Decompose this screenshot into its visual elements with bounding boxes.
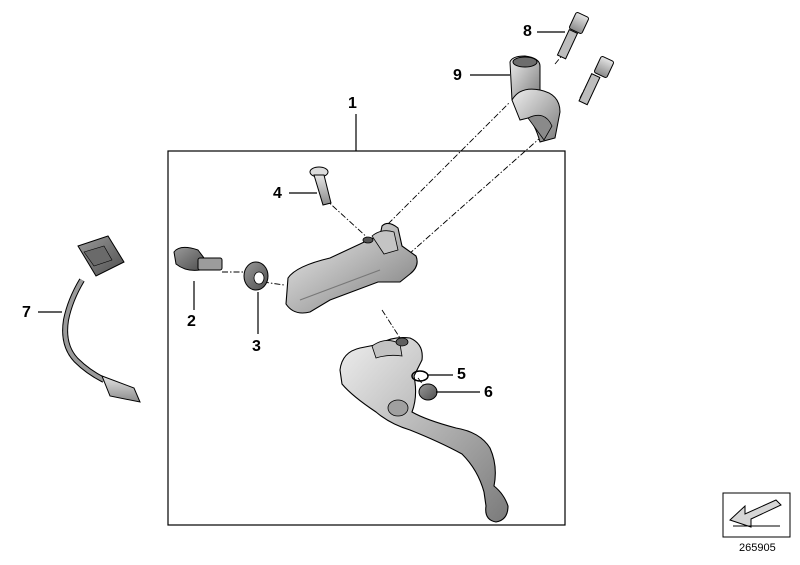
- callout-2: 2: [187, 313, 196, 330]
- reference-number: 265905: [739, 542, 776, 554]
- callout-9: 9: [453, 67, 462, 84]
- callout-1: 1: [348, 95, 357, 112]
- callout-leaders: [38, 31, 565, 393]
- kit-boundary-box: [167, 150, 566, 526]
- clamp-screw-bottom: [578, 56, 614, 106]
- clamp-screw-top: [556, 12, 589, 60]
- callout-6: 6: [484, 384, 493, 401]
- callout-3: 3: [252, 338, 261, 355]
- lever-bracket-part: [285, 222, 418, 314]
- callout-7: 7: [22, 304, 31, 321]
- switch-cable-part: [62, 235, 141, 403]
- washer-part: [243, 261, 269, 291]
- lever-part: [339, 337, 509, 523]
- reference-icon: [722, 492, 791, 538]
- handlebar-clamp-part: [509, 55, 561, 143]
- circlip-part: [411, 370, 429, 382]
- callout-5: 5: [457, 366, 466, 383]
- callout-4: 4: [273, 185, 282, 202]
- pivot-bolt-part: [309, 166, 332, 206]
- nut-part: [418, 383, 438, 401]
- adjuster-screw-part: [173, 246, 223, 271]
- callout-8: 8: [523, 23, 532, 40]
